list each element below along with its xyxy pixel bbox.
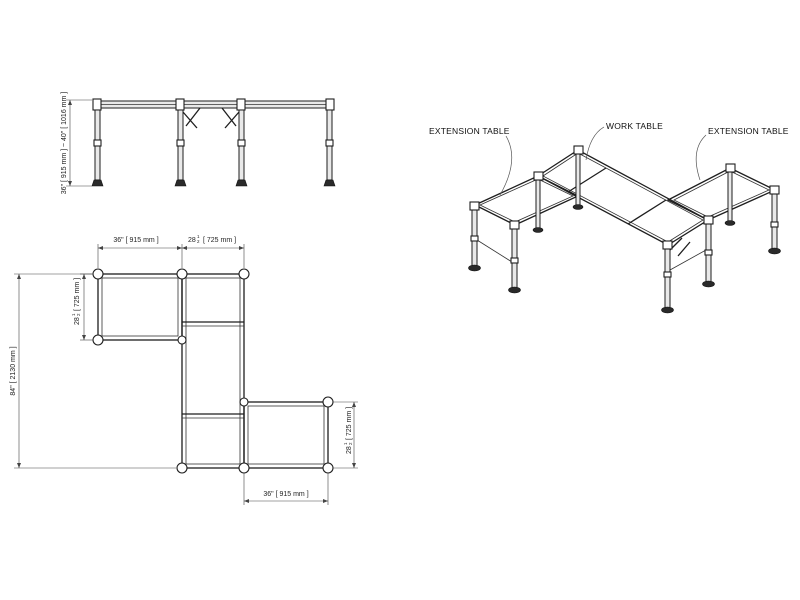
plan-joint [177, 335, 187, 345]
plan-right-depth-dimension: 28 1 2 [ 725 mm ] [343, 407, 353, 454]
front-joint [92, 98, 102, 111]
plan-joint [176, 462, 188, 474]
iso-foot [572, 204, 584, 210]
svg-text:1: 1 [71, 313, 76, 316]
plan-top-width-dimension: 36" [ 915 mm ] [113, 237, 158, 244]
iso-joint [469, 201, 480, 211]
iso-foot [532, 227, 544, 233]
iso-joint [703, 215, 714, 225]
iso-leg [664, 247, 671, 309]
iso-joint [573, 145, 584, 155]
iso-leg [727, 170, 733, 222]
plan-bottom-width-dimension: 36" [ 915 mm ] [263, 491, 308, 498]
plan-view: 36" [ 915 mm ] 28 1 2 [ 725 mm ] 28 1 2 … [10, 234, 358, 505]
svg-text:28: 28 [188, 237, 196, 244]
iso-joint [509, 220, 520, 230]
plan-top-middle-dimension: 28 1 2 [ 725 mm ] [188, 234, 236, 244]
plan-joint [92, 334, 104, 346]
plan-overall-length-dimension: 84" [ 2130 mm ] [10, 346, 17, 395]
svg-text:[ 725 mm ]: [ 725 mm ] [203, 237, 236, 244]
svg-text:2: 2 [348, 442, 353, 445]
iso-foot [508, 286, 521, 294]
iso-label-right-extension-table: EXTENSION TABLE [708, 126, 789, 136]
iso-foot [768, 247, 781, 255]
svg-text:1: 1 [197, 234, 200, 239]
plan-right-extension-table [243, 401, 329, 469]
iso-joint [769, 185, 780, 195]
front-joint [325, 98, 335, 111]
iso-leader-left [499, 135, 513, 196]
plan-left-extension-table [97, 273, 183, 341]
iso-foot [468, 264, 481, 272]
front-elevation-view: 36" [ 915 mm ] ~ 40" [ 1016 mm ] [61, 92, 336, 194]
iso-foot [702, 280, 715, 288]
svg-text:2: 2 [197, 239, 200, 244]
isometric-view: EXTENSION TABLE WORK TABLE EXTENSION TAB… [429, 121, 789, 314]
svg-text:1: 1 [343, 442, 348, 445]
iso-work-table-top [536, 149, 710, 246]
plan-joint [176, 268, 188, 280]
svg-text:2: 2 [76, 313, 81, 316]
front-foot [235, 179, 248, 187]
plan-joint [238, 268, 250, 280]
iso-joint [725, 163, 736, 173]
iso-label-work-table: WORK TABLE [606, 121, 663, 131]
plan-work-table [181, 273, 245, 469]
svg-text:[ 725 mm ]: [ 725 mm ] [346, 407, 353, 440]
iso-leader-center [585, 126, 605, 161]
iso-leg [771, 192, 778, 250]
plan-joint [92, 268, 104, 280]
iso-leg [575, 152, 581, 206]
front-foot [323, 179, 336, 187]
iso-leg [535, 179, 541, 229]
iso-label-left-extension-table: EXTENSION TABLE [429, 126, 510, 136]
plan-left-depth-dimension: 28 1 2 [ 725 mm ] [71, 278, 81, 325]
front-foot [91, 179, 104, 187]
plan-joint [322, 396, 334, 408]
svg-text:28: 28 [346, 446, 353, 454]
iso-leader-right [695, 134, 707, 181]
front-height-dimension: 36" [ 915 mm ] ~ 40" [ 1016 mm ] [61, 92, 68, 194]
front-foot [174, 179, 187, 187]
plan-joint [239, 397, 249, 407]
plan-joint [238, 462, 250, 474]
plan-joint [322, 462, 334, 474]
svg-text:[ 725 mm ]: [ 725 mm ] [74, 278, 81, 311]
front-joint [236, 98, 246, 111]
iso-joint [533, 171, 544, 181]
front-joint [175, 98, 185, 111]
iso-foot [661, 306, 674, 314]
svg-text:28: 28 [74, 317, 81, 325]
iso-foot [724, 220, 736, 226]
iso-joint [662, 240, 673, 250]
